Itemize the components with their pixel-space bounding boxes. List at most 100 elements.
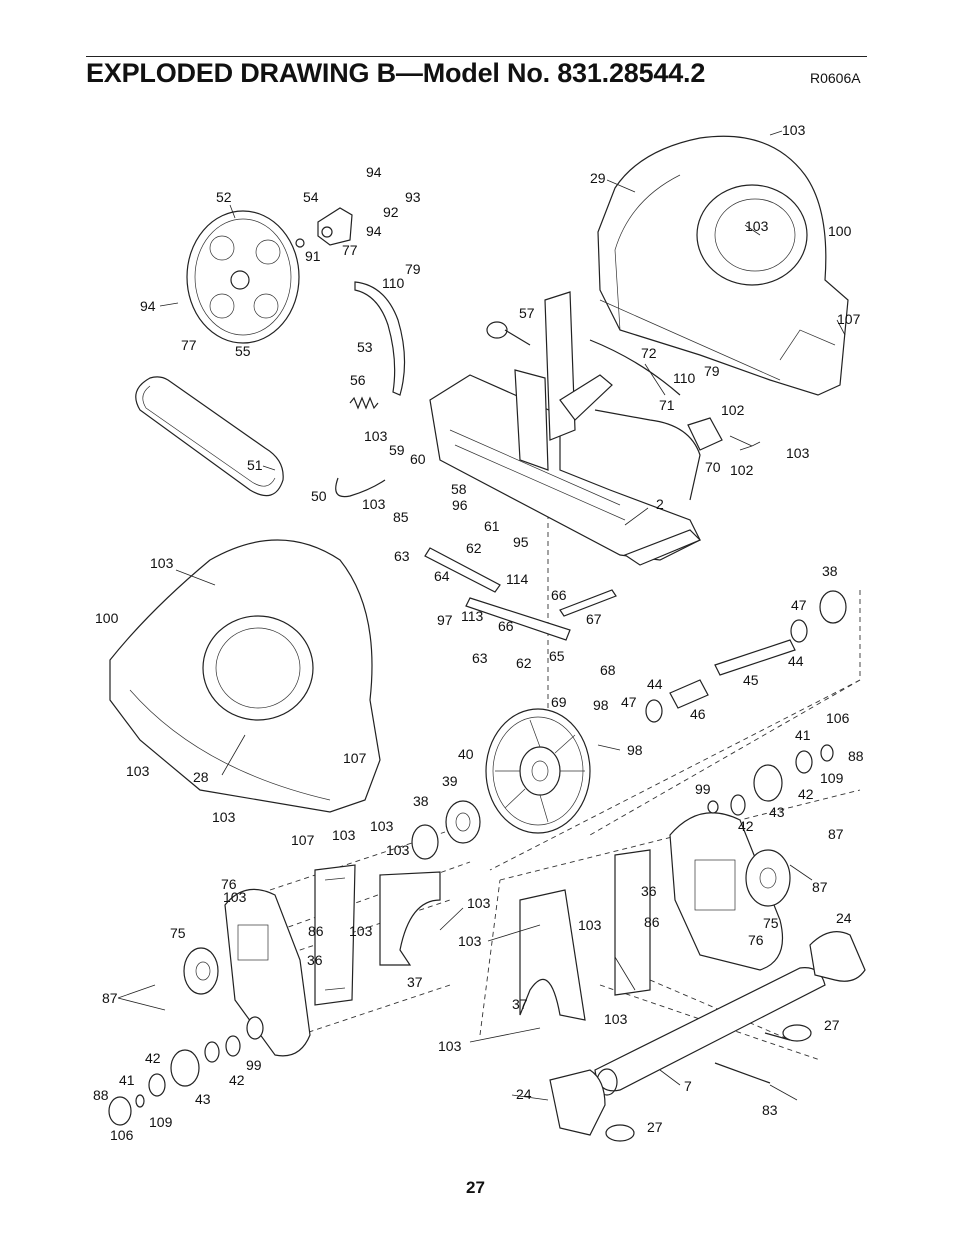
part-53-magnet-bracket [354,281,406,396]
callout-38: 38 [822,563,838,579]
callout-103: 103 [578,917,602,933]
callout-2: 2 [656,496,664,512]
callout-24: 24 [516,1086,532,1102]
callout-107: 107 [837,311,861,327]
part-64-65-links [424,547,617,641]
callout-24: 24 [836,910,852,926]
callout-54: 54 [303,189,319,205]
part-76-crank-cover-left [224,888,311,1057]
callout-110: 110 [382,275,405,291]
callout-43: 43 [195,1091,211,1107]
callout-46: 46 [690,706,706,722]
callout-42: 42 [145,1050,161,1066]
callout-110: 110 [673,370,696,386]
callout-107: 107 [291,832,315,848]
callout-63: 63 [472,650,488,666]
callout-27: 27 [647,1119,663,1135]
callout-64: 64 [434,568,450,584]
callout-60: 60 [410,451,426,467]
callout-100: 100 [95,610,119,626]
part-56-spring [349,396,379,410]
callout-98: 98 [627,742,643,758]
part-51-belt [135,376,284,497]
callout-99: 99 [695,781,711,797]
callout-79: 79 [405,261,421,277]
part-75-crank-disc-right [745,849,791,907]
part-38-disc-right [819,590,847,624]
callout-66: 66 [498,618,514,634]
callout-88: 88 [848,748,864,764]
callout-103: 103 [349,923,373,939]
callout-75: 75 [170,925,186,941]
part-43-bearing-right [753,764,783,802]
callout-103: 103 [458,933,482,949]
callout-86: 86 [308,923,324,939]
callout-47: 47 [791,597,807,613]
callout-94: 94 [366,223,382,239]
callout-87: 87 [812,879,828,895]
callout-83: 83 [762,1102,778,1118]
callout-103: 103 [364,428,388,444]
part-29-right-shroud [597,135,849,396]
callout-96: 96 [452,497,468,513]
callout-55: 55 [235,343,251,359]
header-rule [86,56,867,57]
callout-103: 103 [150,555,174,571]
part-28-left-shroud [109,539,381,813]
callout-103: 103 [126,763,150,779]
left-crank-hardware [108,1016,264,1126]
part-76-crank-cover-right [669,812,784,971]
callout-103: 103 [223,889,247,905]
callout-103: 103 [467,895,491,911]
callout-7: 7 [684,1078,692,1094]
part-37-guard-right [519,889,586,1021]
right-axle-hardware [645,619,834,816]
callout-41: 41 [795,727,811,743]
callout-95: 95 [513,534,529,550]
callout-91: 91 [305,248,321,264]
callout-77: 77 [181,337,197,353]
callout-85: 85 [393,509,409,525]
part-70-sensor-bracket [687,417,723,451]
callout-100: 100 [828,223,852,239]
callout-106: 106 [826,710,850,726]
callout-88: 88 [93,1087,109,1103]
callout-103: 103 [386,842,410,858]
callout-61: 61 [484,518,500,534]
part-37-guard-left [379,871,441,966]
part-36-bracket-right [614,849,651,996]
callout-92: 92 [383,204,399,220]
callout-68: 68 [600,662,616,678]
callout-114: 114 [506,571,529,587]
callout-97: 97 [437,612,453,628]
callout-109: 109 [820,770,844,786]
callout-56: 56 [350,372,366,388]
callout-44: 44 [647,676,663,692]
callout-76: 76 [221,876,237,892]
callout-113: 113 [461,608,484,624]
callout-53: 53 [357,339,373,355]
callout-58: 58 [451,481,467,497]
part-24-endcap-left [549,1069,606,1136]
callout-75: 75 [763,915,779,931]
part-72-cable [589,339,681,396]
callout-103: 103 [332,827,356,843]
callout-45: 45 [743,672,759,688]
callout-103: 103 [212,809,236,825]
callout-103: 103 [745,218,769,234]
callout-29: 29 [590,170,606,186]
part-43-bearing-left [170,1049,200,1087]
callout-36: 36 [307,952,323,968]
part-38-disc-left [411,824,439,860]
callout-86: 86 [644,914,660,930]
part-40-flywheel [485,708,591,834]
callout-87: 87 [828,826,844,842]
callout-51: 51 [247,457,263,473]
page-title: EXPLODED DRAWING B—Model No. 831.28544.2 [86,58,706,88]
part-57-tension-knob [486,321,531,346]
part-24-endcap-right [809,931,866,982]
part-83-bolts [714,1032,791,1084]
callout-94: 94 [366,164,382,180]
part-46-sleeve [669,679,709,709]
